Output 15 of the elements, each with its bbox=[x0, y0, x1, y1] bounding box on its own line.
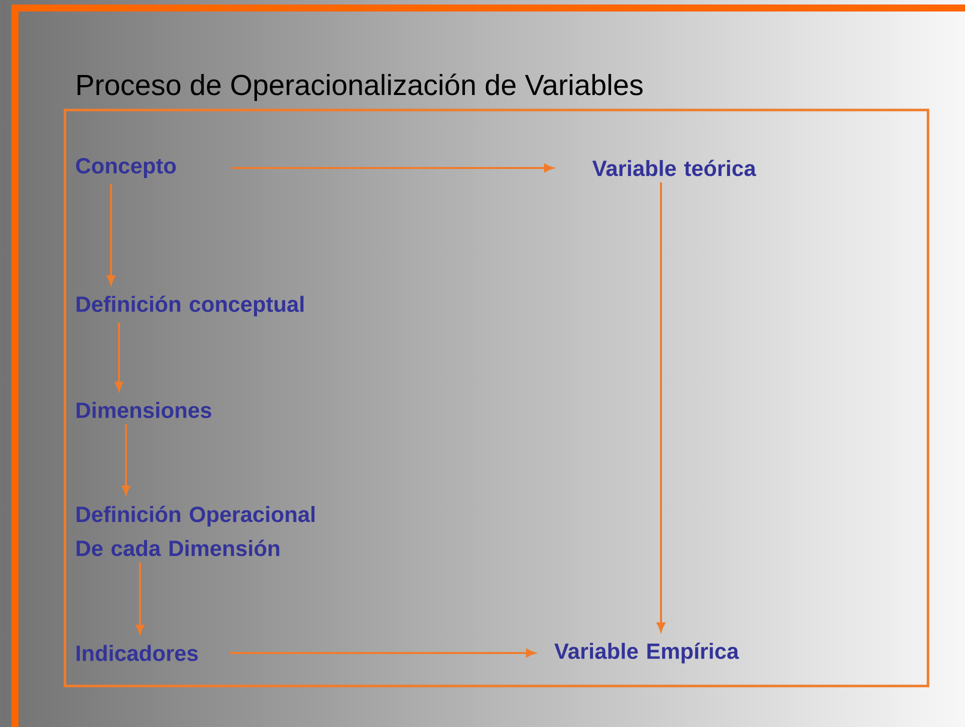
node-label: Variable teórica bbox=[592, 160, 756, 176]
node-label: Indicadores bbox=[76, 644, 198, 662]
arrow bbox=[656, 182, 666, 632]
arrow bbox=[122, 424, 130, 495]
node-label: Variable Empírica bbox=[554, 642, 739, 664]
arrow bbox=[106, 184, 116, 285]
node-label: Definición conceptual bbox=[76, 296, 304, 316]
node-label: Dimensiones bbox=[76, 402, 212, 418]
arrow bbox=[136, 562, 144, 634]
node-label: Concepto bbox=[76, 158, 176, 178]
arrow bbox=[114, 322, 124, 391]
arrow bbox=[232, 164, 554, 172]
arrow bbox=[230, 648, 536, 658]
node-label: Definición Operacional De cada Dimensión bbox=[76, 506, 314, 556]
title: Proceso de Operacionalización de Variables bbox=[78, 74, 643, 101]
